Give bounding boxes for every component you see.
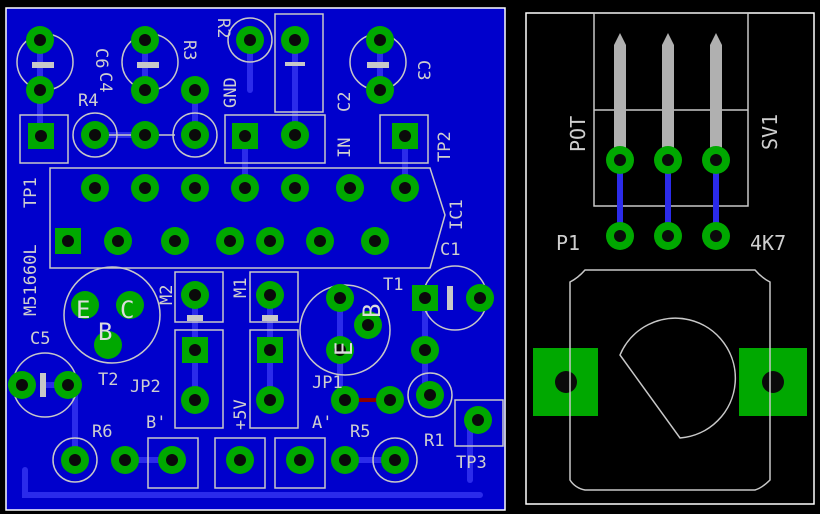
label-r2: R2: [213, 18, 233, 38]
label-m1: M1: [231, 278, 251, 298]
label-t1-b: B: [358, 304, 386, 318]
label-gnd: GND: [221, 77, 241, 108]
label-t2-c: C: [120, 296, 134, 324]
left-board-labels: C6 C4 R3 R2 R4 GND C2 C3 IN TP2 TP1 M516…: [21, 18, 487, 473]
label-r6: R6: [92, 422, 112, 442]
label-t1-e: E: [330, 342, 358, 356]
label-sv1: SV1: [758, 114, 782, 150]
label-jp2: JP2: [130, 377, 161, 397]
label-a-prime: A': [312, 413, 332, 433]
right-pads: [533, 146, 807, 416]
label-r3: R3: [179, 40, 199, 60]
label-m2: M2: [157, 285, 177, 305]
pad-layer: [8, 26, 494, 474]
label-c3: C3: [413, 60, 433, 80]
label-jp1: JP1: [312, 373, 343, 393]
label-c2: C2: [335, 92, 355, 112]
label-in: IN: [335, 138, 355, 158]
label-ic-part: M51660L: [21, 244, 41, 316]
label-c6: C6: [91, 48, 111, 68]
label-c5: C5: [30, 329, 50, 349]
label-p1: P1: [556, 231, 580, 255]
label-t2: T2: [98, 370, 118, 390]
label-ic1: IC1: [447, 199, 467, 230]
label-p1-value: 4K7: [750, 231, 786, 255]
board-outline: [5, 7, 506, 511]
board-copper-fill: [6, 8, 505, 510]
pot-body-outline: [569, 269, 771, 491]
label-r1: R1: [424, 431, 444, 451]
label-pot: POT: [566, 116, 590, 152]
label-tp1: TP1: [21, 177, 41, 208]
sv1-pins: [614, 33, 722, 150]
left-board: C6 C4 R3 R2 R4 GND C2 C3 IN TP2 TP1 M516…: [5, 7, 506, 511]
label-plus5v: +5V: [231, 399, 251, 430]
label-r5: R5: [350, 422, 370, 442]
capacitor-bodies: [32, 62, 453, 397]
label-t2-b: B: [98, 318, 112, 346]
label-tp2: TP2: [435, 131, 455, 162]
label-t2-e: E: [76, 296, 90, 324]
label-c4: C4: [95, 72, 115, 92]
right-board: POT SV1 P1 4K7: [525, 12, 815, 505]
label-tp3: TP3: [456, 453, 487, 473]
pot-knob-outline: [619, 317, 737, 439]
label-t1: T1: [383, 275, 403, 295]
label-r4: R4: [78, 91, 98, 111]
label-b-prime: B': [146, 413, 166, 433]
label-c1: C1: [440, 240, 460, 260]
